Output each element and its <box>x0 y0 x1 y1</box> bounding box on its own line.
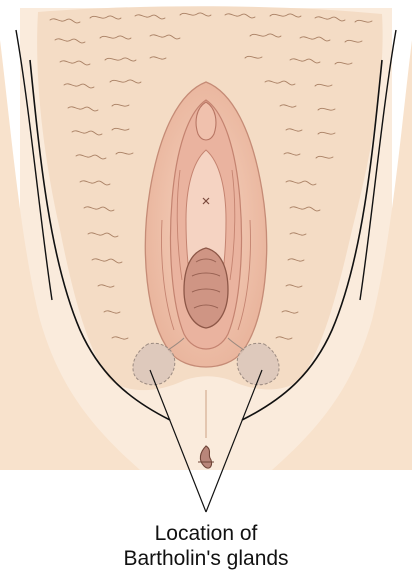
vaginal-opening <box>184 248 228 328</box>
caption-line-1: Location of <box>0 522 412 546</box>
caption-line-2: Bartholin's glands <box>0 547 412 571</box>
